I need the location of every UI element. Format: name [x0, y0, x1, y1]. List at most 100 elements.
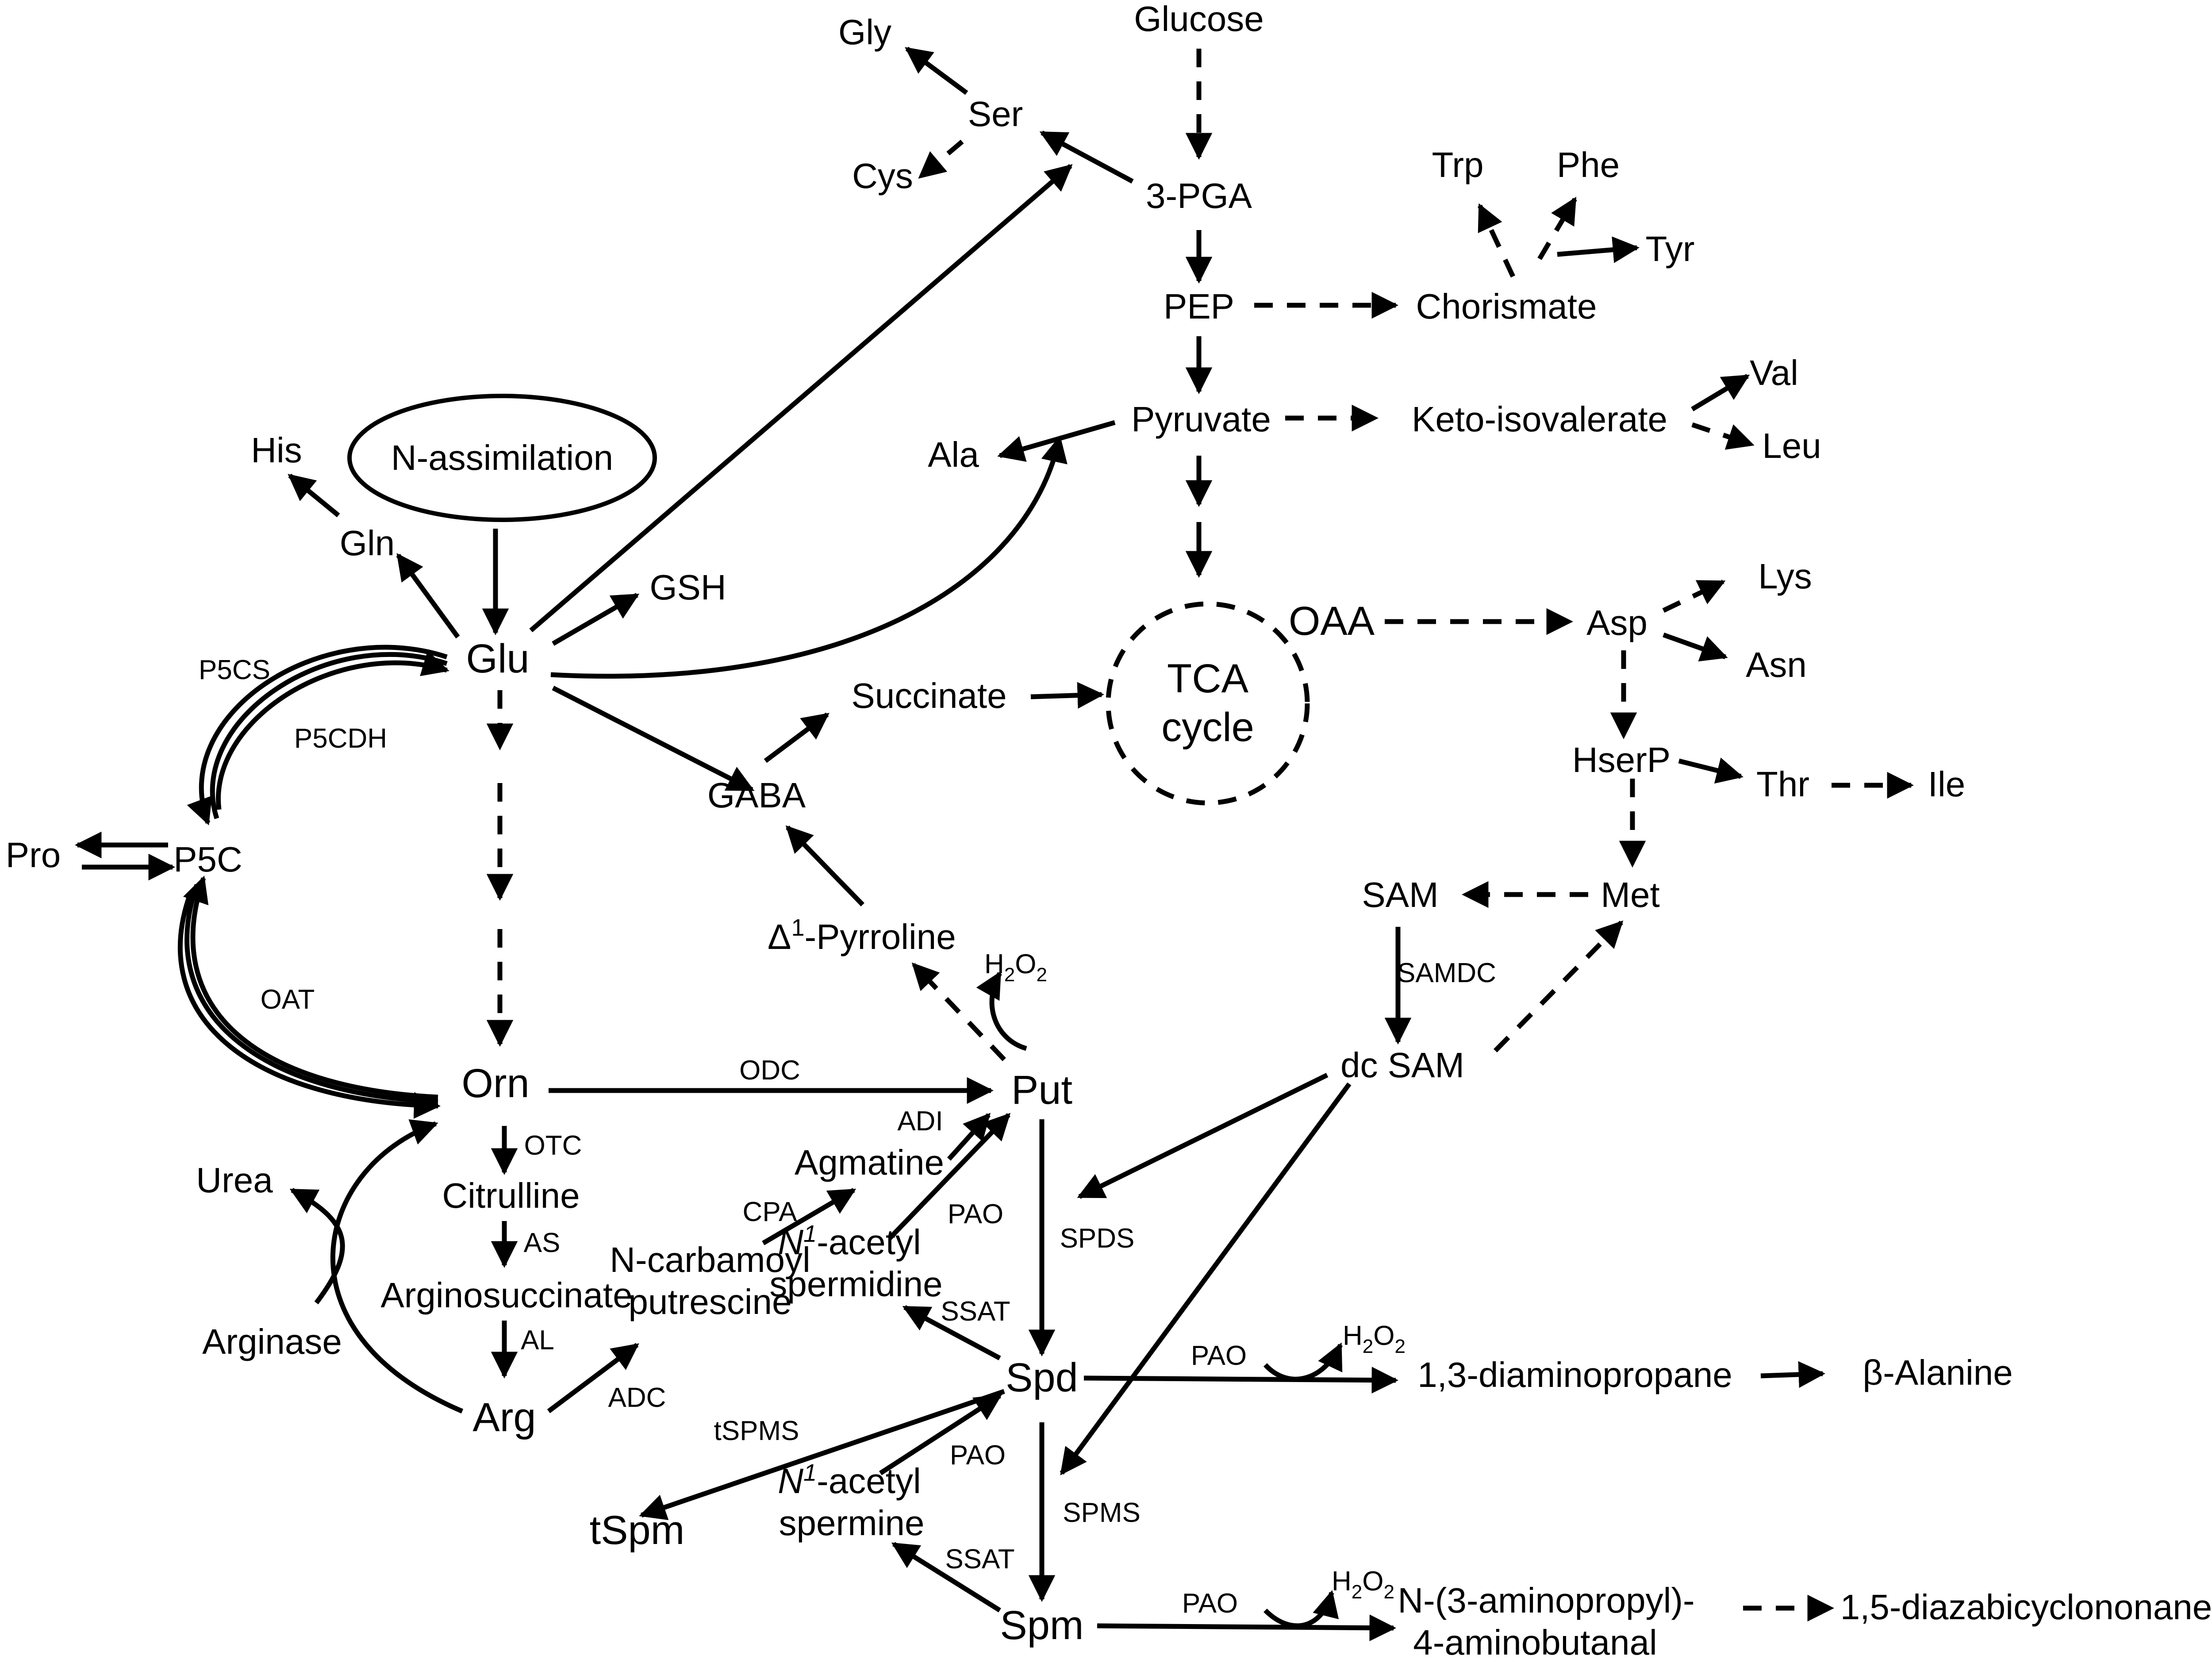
edge-dcsam-spm — [1060, 1082, 1352, 1475]
edge-p5c-glu-p5cdh — [216, 650, 449, 810]
node-n1-acetyl-spermidine-line1: N1-acetyl — [778, 1221, 921, 1262]
edge-spm-n1spm — [891, 1542, 1001, 1613]
node-val: Val — [1750, 353, 1798, 392]
node-pyrroline: Δ1-Pyrroline — [768, 914, 956, 956]
enzyme-otc: OTC — [524, 1130, 582, 1161]
enzyme-pao-4: PAO — [1182, 1588, 1238, 1619]
edge-asp-lys — [1662, 580, 1726, 613]
node-ncarb-line1: N-carbamoyl — [610, 1240, 810, 1279]
node-spm: Spm — [1000, 1603, 1083, 1648]
edge-succinate-tca — [1030, 682, 1105, 709]
edge-arg-ncarb — [547, 1343, 639, 1413]
node-asp: Asp — [1586, 603, 1647, 642]
edge-arg-orn-arginase — [330, 1119, 464, 1414]
node-agmatine: Agmatine — [795, 1143, 944, 1182]
node-1-3-diaminopropane: 1,3-diaminopropane — [1417, 1355, 1732, 1394]
enzyme-labels: P5CS P5CDH OAT ODC OTC AS AL ADC CPA ADI… — [199, 655, 1496, 1619]
node-1-5-diazabicyclononane: 1,5-diazabicyclononane — [1840, 1587, 2212, 1627]
node-n1-acetyl-spermidine-line2: spermidine — [769, 1264, 942, 1304]
node-sam: SAM — [1362, 875, 1438, 914]
node-citrulline: Citrulline — [442, 1176, 580, 1215]
edge-chorismate-phe — [1537, 196, 1577, 260]
node-aminobutanal-line1: N-(3-aminopropyl)- — [1398, 1581, 1694, 1620]
node-glucose: Glucose — [1134, 0, 1263, 38]
node-hserp: HserP — [1572, 740, 1671, 780]
enzyme-pao-2: PAO — [1191, 1340, 1247, 1371]
edge-oat-inner — [184, 884, 438, 1104]
edge-p5cs-inner — [210, 652, 448, 819]
node-h2o2-put: H2O2 — [984, 949, 1047, 986]
edge-n1spm-spd — [879, 1394, 1002, 1475]
node-labels: Glucose 3-PGA Ser Gly Cys Trp Phe Tyr PE… — [6, 0, 2212, 1659]
node-trp: Trp — [1432, 145, 1483, 184]
node-h2o2-spd: H2O2 — [1343, 1321, 1406, 1357]
edge-glu-gln — [396, 553, 460, 639]
node-arginase: Arginase — [202, 1322, 342, 1361]
node-p5c: P5C — [173, 840, 242, 879]
n1spd-sup: 1 — [803, 1221, 817, 1247]
edge-ser-gly — [905, 46, 968, 95]
n1spd-n: N — [778, 1222, 803, 1262]
node-chorismate: Chorismate — [1416, 287, 1597, 326]
node-leu: Leu — [1762, 426, 1821, 465]
edge-ncarb-agmatine — [762, 1188, 856, 1245]
node-ile: Ile — [1928, 764, 1966, 804]
node-ser: Ser — [968, 94, 1023, 134]
edge-hserp-thr — [1678, 757, 1743, 784]
enzyme-p5cdh: P5CDH — [294, 723, 387, 754]
enzyme-adc: ADC — [608, 1382, 666, 1413]
node-arginosuccinate: Arginosuccinate — [380, 1275, 632, 1315]
edge-arginase-urea — [289, 1188, 345, 1305]
h2o2-c-o: O — [1362, 1566, 1383, 1597]
edge-spm-h2o2 — [1263, 1590, 1339, 1628]
h2o2-c-sub2: 2 — [1384, 1581, 1394, 1603]
edge-n1spd-put — [887, 1113, 1011, 1240]
h2o2-a-sub1: 2 — [1004, 964, 1015, 986]
edge-ser-cys — [918, 139, 964, 179]
enzyme-ssat-1: SSAT — [941, 1296, 1010, 1327]
node-n-assimilation: N-assimilation — [391, 438, 613, 477]
edge-gaba-succinate — [764, 712, 830, 763]
pyrroline-rest: -Pyrroline — [804, 917, 956, 956]
node-arg: Arg — [472, 1395, 536, 1440]
edge-agmatine-put — [947, 1113, 991, 1161]
h2o2-b-sub1: 2 — [1363, 1336, 1373, 1357]
node-met: Met — [1601, 875, 1659, 914]
node-n1-acetyl-spermine-line1: N1-acetyl — [778, 1459, 921, 1501]
node-keto-isovalerate: Keto-isovalerate — [1412, 399, 1667, 439]
node-phe: Phe — [1557, 145, 1620, 184]
h2o2-a-sub2: 2 — [1037, 964, 1047, 986]
edge-spd-tspm — [639, 1389, 1005, 1521]
node-n1-acetyl-spermine-line2: spermine — [779, 1503, 924, 1543]
edge-glu-ala — [550, 435, 1068, 679]
node-gsh: GSH — [649, 568, 726, 607]
pyrroline-delta: Δ — [768, 917, 791, 956]
node-h2o2-spm: H2O2 — [1332, 1566, 1394, 1603]
edge-dcsam-spd — [1077, 1073, 1329, 1199]
enzyme-al: AL — [521, 1325, 554, 1356]
edge-dcsam-met — [1494, 920, 1624, 1052]
edge-glu-gsh — [552, 593, 640, 646]
edge-keto-val — [1691, 374, 1750, 411]
n1spm-sup: 1 — [803, 1459, 817, 1486]
node-put: Put — [1011, 1068, 1072, 1113]
node-tca-line2: cycle — [1161, 705, 1254, 750]
enzyme-spds: SPDS — [1060, 1223, 1135, 1254]
edge-keto-leu — [1691, 422, 1755, 450]
edge-spd-n1spd — [902, 1305, 1001, 1360]
enzyme-p5cs: P5CS — [199, 655, 270, 685]
node-pep: PEP — [1164, 287, 1234, 326]
edge-glu-3pga — [529, 164, 1073, 633]
edge-p5c-orn-oat — [177, 893, 441, 1119]
node-urea: Urea — [196, 1160, 273, 1200]
node-tca-line1: TCA — [1167, 656, 1249, 701]
node-asn: Asn — [1746, 645, 1807, 684]
node-pyruvate: Pyruvate — [1131, 399, 1271, 439]
enzyme-samdc: SAMDC — [1397, 958, 1496, 988]
edge-dap-balanine — [1760, 1361, 1826, 1388]
node-thr: Thr — [1756, 764, 1809, 804]
edge-orn-p5c-oat — [183, 876, 438, 1100]
edge-put-pyrroline — [911, 962, 1006, 1061]
edge-pyrroline-gaba — [785, 825, 864, 906]
node-gln: Gln — [340, 523, 395, 563]
